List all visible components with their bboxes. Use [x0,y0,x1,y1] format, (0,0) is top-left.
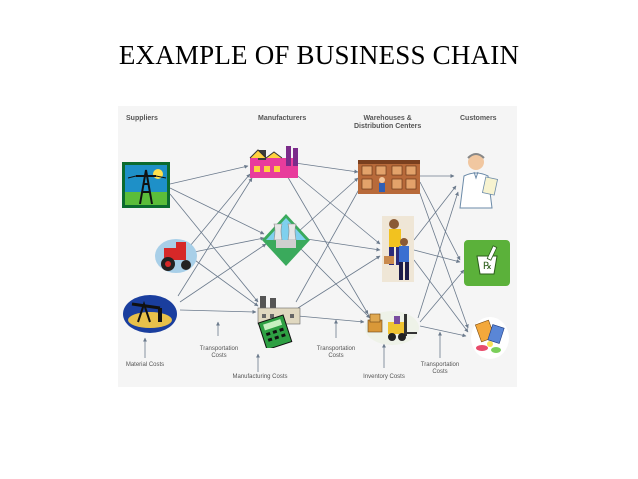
arrow-line [417,187,469,329]
arrow-line [295,183,363,303]
warehouse-shelves-icon [358,160,420,194]
tractor-icon [155,239,197,273]
transportation-costs-label-3: Transportation Costs [420,362,460,375]
arrow-line [297,177,359,233]
arrow-line [297,245,371,319]
arrow-line [177,177,253,297]
customers-header: Customers [460,115,497,122]
manufacturing-costs-label: Manufacturing Costs [232,374,288,380]
power-tower-icon [122,162,170,208]
power-plant-icon [262,214,310,266]
warehouses-header: Warehouses & Distribution Centers [354,115,422,130]
transportation-costs-label-1: Transportation Costs [199,346,239,359]
arrow-line [285,173,369,315]
suppliers-header: Suppliers [126,115,158,122]
factory-icon [249,146,298,178]
arrow-line [169,164,249,185]
arrow-line [419,181,461,261]
arrow-line [297,315,365,324]
svg-text:℞: ℞ [483,261,492,272]
flow-arrows [143,161,469,372]
slide-title: EXAMPLE OF BUSINESS CHAIN [118,40,520,70]
arrow-line [413,249,461,264]
arrow-line [297,255,381,309]
manufacturers-header: Manufacturers [258,115,307,122]
material-costs-label: Material Costs [125,362,165,368]
arrow-line [189,173,251,247]
arrow-line [179,243,267,303]
arrow-line [169,187,265,235]
arrow-line [287,167,381,245]
arrow-line [419,269,465,323]
transportation-costs-label-2: Transportation Costs [316,346,356,359]
workers-icon [382,216,414,282]
arrow-line [193,236,265,253]
forklift-icon [365,311,419,345]
arrow-line [419,325,467,338]
arrow-line [413,185,457,241]
inventory-costs-label: Inventory Costs [363,374,405,380]
arrow-line [299,237,381,252]
factory-calculator-icon [257,296,301,348]
supply-chain-diagram: Suppliers Manufacturers Warehouses & Dis… [118,106,517,387]
pharmacist-icon [459,153,499,209]
arrow-line [413,259,469,333]
pharmacy-icon: ℞ [464,240,510,286]
arrow-line [179,309,257,314]
arrow-line [417,191,459,319]
arrow-line [287,161,359,174]
oil-pump-icon [123,295,177,333]
arrow-line [191,257,259,307]
pills-icon [471,317,509,359]
